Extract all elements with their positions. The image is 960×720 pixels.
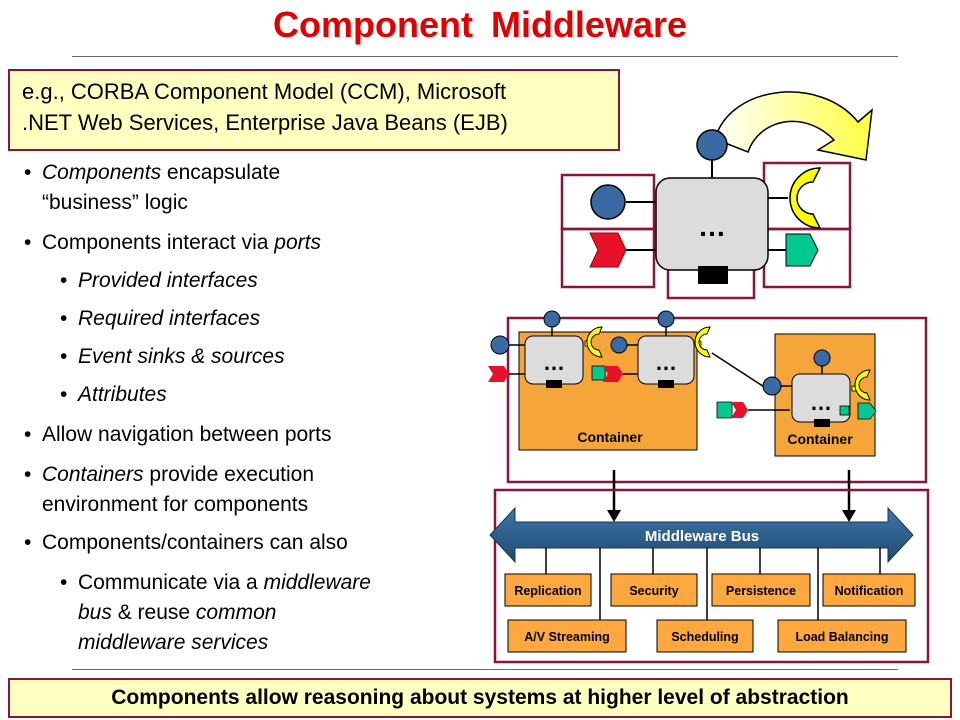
container-2-label: Container bbox=[787, 431, 853, 447]
service-connectors bbox=[545, 548, 881, 620]
bottom-divider bbox=[72, 669, 898, 670]
sub-bullet-events: •Event sinks & sources bbox=[60, 345, 285, 368]
down-arrow-2 bbox=[842, 510, 856, 522]
required-receptacle bbox=[789, 167, 822, 229]
svg-text:Load Balancing: Load Balancing bbox=[795, 630, 888, 644]
container-1-label: Container bbox=[577, 429, 643, 445]
cross-event-sink bbox=[731, 402, 748, 418]
sub-bullet-required: •Required interfaces bbox=[60, 307, 261, 330]
service-load-balancing bbox=[777, 619, 907, 653]
small-component-a: … bbox=[488, 310, 606, 388]
service-av-streaming bbox=[507, 619, 627, 653]
component-ellipsis: … bbox=[698, 211, 726, 242]
page-title: Component Middleware bbox=[272, 4, 688, 45]
service-replication bbox=[504, 573, 592, 607]
sub-bullet-provided: •Provided interfaces bbox=[60, 269, 258, 292]
attribute-port bbox=[698, 266, 728, 284]
svg-text:A/V Streaming: A/V Streaming bbox=[524, 630, 609, 644]
sub-bullet-attributes: •Attributes bbox=[60, 383, 167, 406]
svg-text:…: … bbox=[810, 390, 832, 415]
small-component-b: … bbox=[603, 310, 711, 388]
examples-box: e.g., CORBA Component Model (CCM), Micro… bbox=[8, 69, 620, 151]
navigation-arc-arrow bbox=[714, 91, 873, 161]
bullet-components-containers: •Components/containers can also bbox=[24, 531, 348, 554]
bullet-containers: • Containers provide execution environme… bbox=[24, 463, 315, 516]
small-component-c: … bbox=[762, 349, 877, 427]
bullet-navigation: •Allow navigation between ports bbox=[24, 423, 332, 446]
large-component: … bbox=[560, 91, 873, 300]
sub-bullet-communicate: • Communicate via a middleware bus & reu… bbox=[60, 571, 371, 654]
cross-event-source bbox=[716, 401, 733, 419]
event-sink-port-box bbox=[560, 227, 656, 289]
examples-line-2: .NET Web Services, Enterprise Java Beans… bbox=[22, 110, 508, 135]
event-source bbox=[785, 233, 819, 267]
middleware-bus bbox=[489, 506, 914, 564]
provided-facet bbox=[590, 184, 626, 220]
equivalent-interface-facet bbox=[696, 129, 728, 161]
bullet-components-encapsulate: • Components encapsulate “business” logi… bbox=[24, 161, 281, 214]
svg-text:Persistence: Persistence bbox=[726, 584, 796, 598]
svg-text:Security: Security bbox=[629, 584, 678, 598]
service-notification bbox=[822, 573, 916, 607]
svg-text:…: … bbox=[543, 350, 565, 375]
service-scheduling bbox=[656, 619, 754, 653]
service-persistence bbox=[711, 573, 811, 607]
svg-text:Scheduling: Scheduling bbox=[671, 630, 738, 644]
bullet-interact-ports: • Components interact via ports bbox=[24, 231, 321, 254]
containers-frame bbox=[506, 316, 928, 484]
service-security bbox=[610, 573, 698, 607]
down-arrow-1 bbox=[607, 510, 621, 522]
examples-line-1: e.g., CORBA Component Model (CCM), Micro… bbox=[22, 79, 507, 104]
middleware-bus-label: Middleware Bus bbox=[645, 528, 759, 545]
middleware-frame bbox=[493, 488, 930, 664]
title-divider bbox=[72, 56, 898, 57]
svg-text:…: … bbox=[655, 350, 677, 375]
svg-text:Notification: Notification bbox=[835, 584, 904, 598]
conclusion-banner: Components allow reasoning about systems… bbox=[8, 678, 952, 718]
svg-text:Replication: Replication bbox=[514, 584, 581, 598]
event-sink bbox=[589, 232, 627, 268]
